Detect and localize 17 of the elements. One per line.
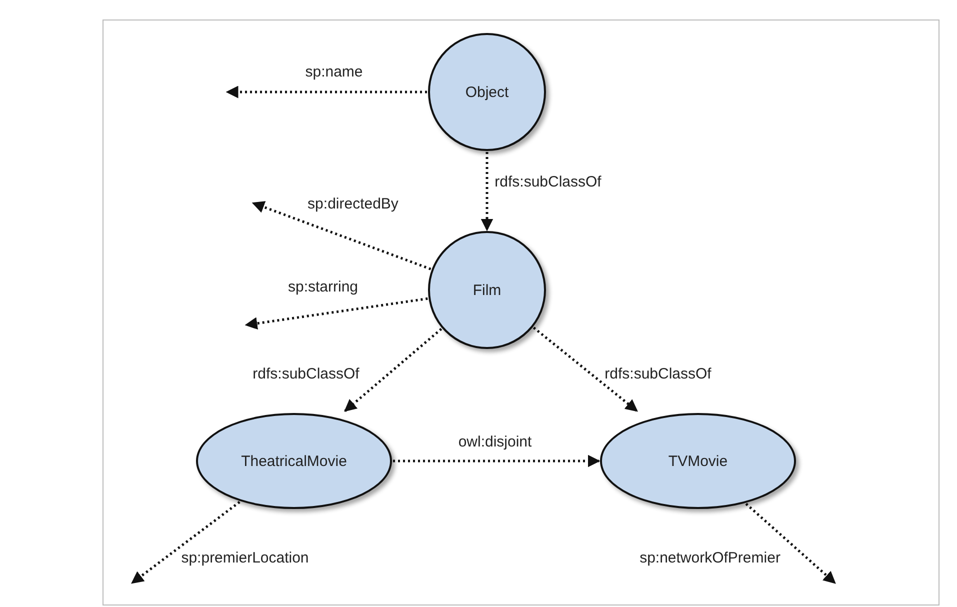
edge-label: sp:networkOfPremier (638, 550, 782, 566)
dotted-arrow (131, 500, 240, 584)
dotted-arrow (252, 201, 432, 270)
dotted-arrow (532, 326, 638, 412)
dotted-arrow (344, 328, 442, 412)
dotted-arrow (745, 502, 836, 584)
dotted-arrow (244, 297, 428, 330)
class-label: TVMovie (668, 452, 728, 470)
dotted-arrow (393, 454, 600, 468)
edge-label: sp:premierLocation (179, 550, 311, 566)
edge-label: owl:disjoint (456, 434, 534, 450)
class-label: TheatricalMovie (241, 452, 347, 470)
dotted-arrow (226, 86, 427, 98)
class-label: Film (472, 282, 502, 298)
dotted-arrow (480, 152, 494, 232)
class-label: Object (465, 84, 509, 100)
edge-label: sp:directedBy (306, 196, 400, 212)
